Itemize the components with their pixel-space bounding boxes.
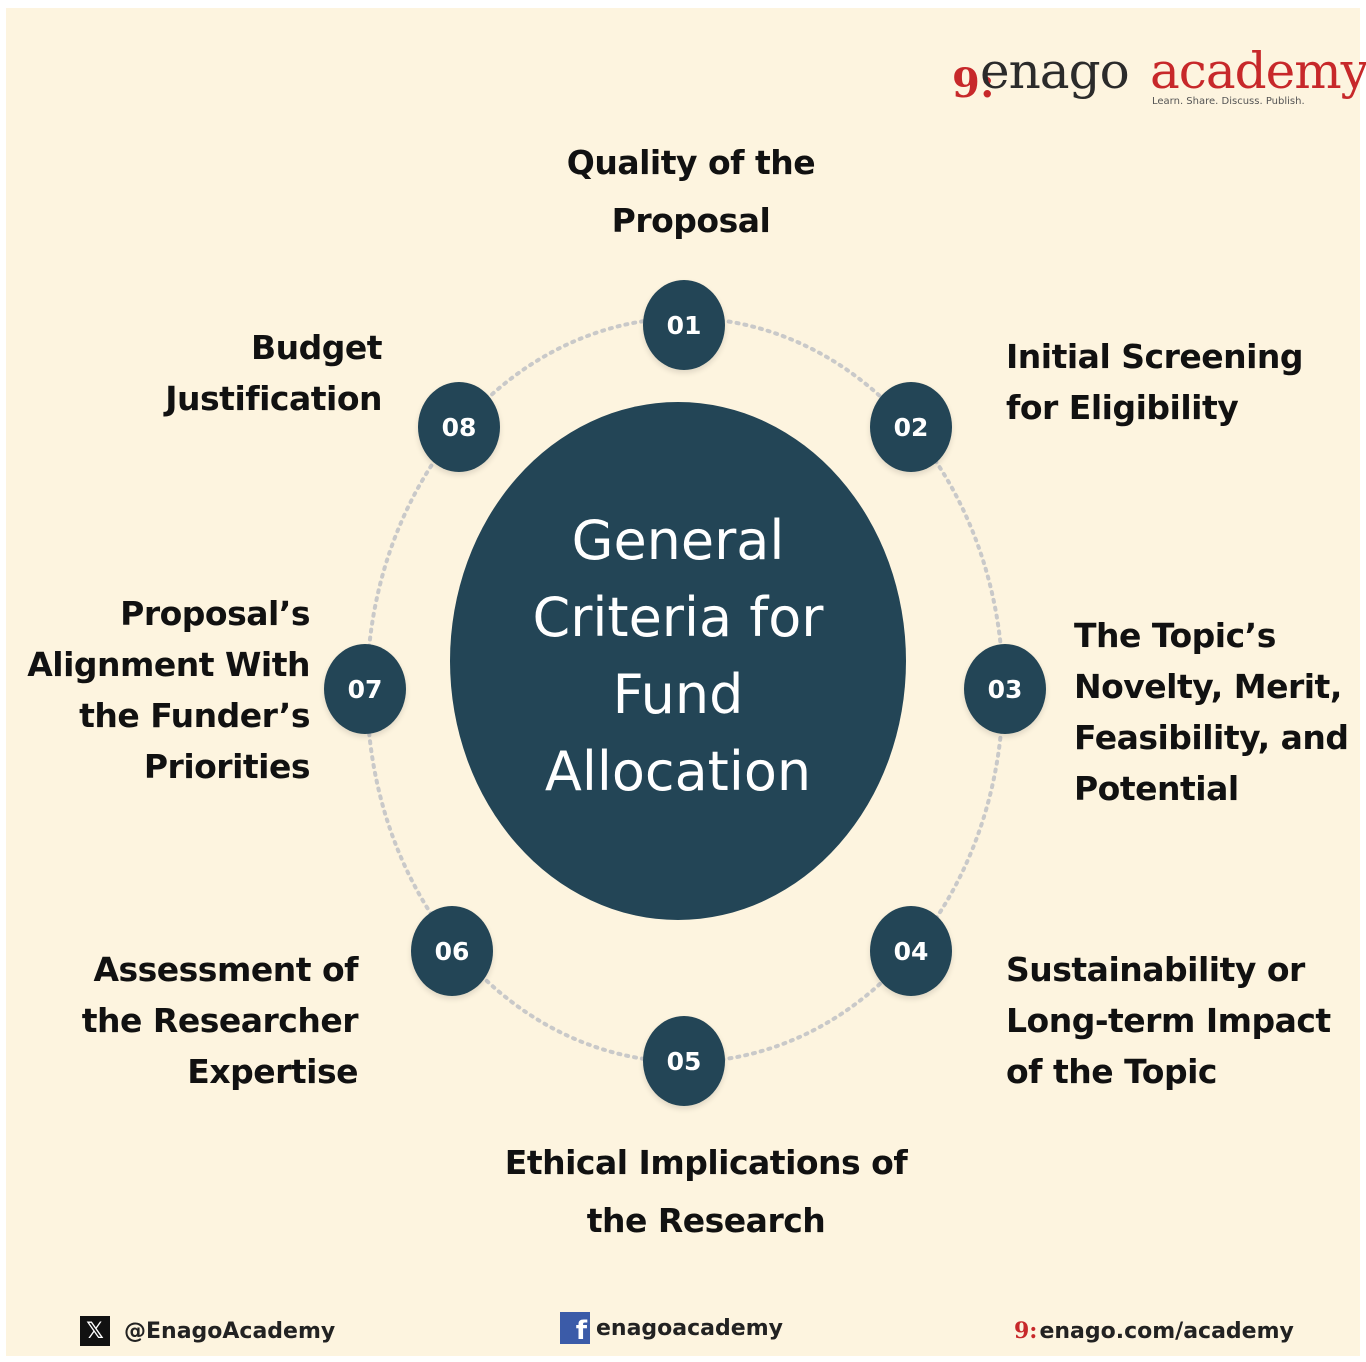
step-label-08: Budget Justification (165, 328, 382, 418)
step-label-02: Initial Screening for Eligibility (1006, 337, 1304, 427)
footer-facebook[interactable]: f enagoacademy (560, 1312, 783, 1344)
step-number-02: 02 (870, 382, 952, 472)
step-number-04: 04 (870, 906, 952, 996)
enago-academy-logo: 9: enago academy Learn. Share. Discuss. … (952, 38, 1366, 118)
x-icon: 𝕏 (80, 1316, 110, 1346)
step-label-01: Quality of the Proposal (566, 143, 816, 240)
footer-twitter[interactable]: 𝕏 @EnagoAcademy (80, 1316, 335, 1346)
logo-tagline: Learn. Share. Discuss. Publish. (1152, 96, 1305, 107)
facebook-handle: enagoacademy (596, 1315, 783, 1341)
footer-website[interactable]: 9: enago.com/academy (1014, 1318, 1294, 1344)
twitter-handle: @EnagoAcademy (124, 1318, 336, 1344)
center-circle: General Criteria for Fund Allocation (450, 402, 906, 920)
center-title: General Criteria for Fund Allocation (532, 509, 824, 803)
enago-mark-icon: 9: (952, 60, 995, 107)
step-label-05: Ethical Implications of the Research (504, 1143, 908, 1240)
infographic: 9: enago academy Learn. Share. Discuss. … (6, 8, 1366, 1356)
step-label-03: The Topic’s Novelty, Merit, Feasibility,… (1074, 616, 1349, 808)
website-url: enago.com/academy (1039, 1318, 1294, 1344)
step-number-05: 05 (643, 1016, 725, 1106)
step-number-06: 06 (411, 906, 493, 996)
step-label-04: Sustainability or Long-term Impact of th… (1006, 950, 1331, 1091)
step-number-01: 01 (643, 280, 725, 370)
enago-mark-icon: 9: (1014, 1318, 1038, 1344)
step-number-08: 08 (418, 382, 500, 472)
logo-enago-text: enago (980, 42, 1130, 100)
step-number-03: 03 (964, 644, 1046, 734)
step-number-07: 07 (324, 644, 406, 734)
step-label-07: Proposal’s Alignment With the Funder’s P… (27, 594, 310, 786)
step-label-06: Assessment of the Researcher Expertise (81, 950, 359, 1091)
facebook-icon: f (560, 1312, 590, 1344)
logo-academy-text: academy (1150, 42, 1366, 100)
